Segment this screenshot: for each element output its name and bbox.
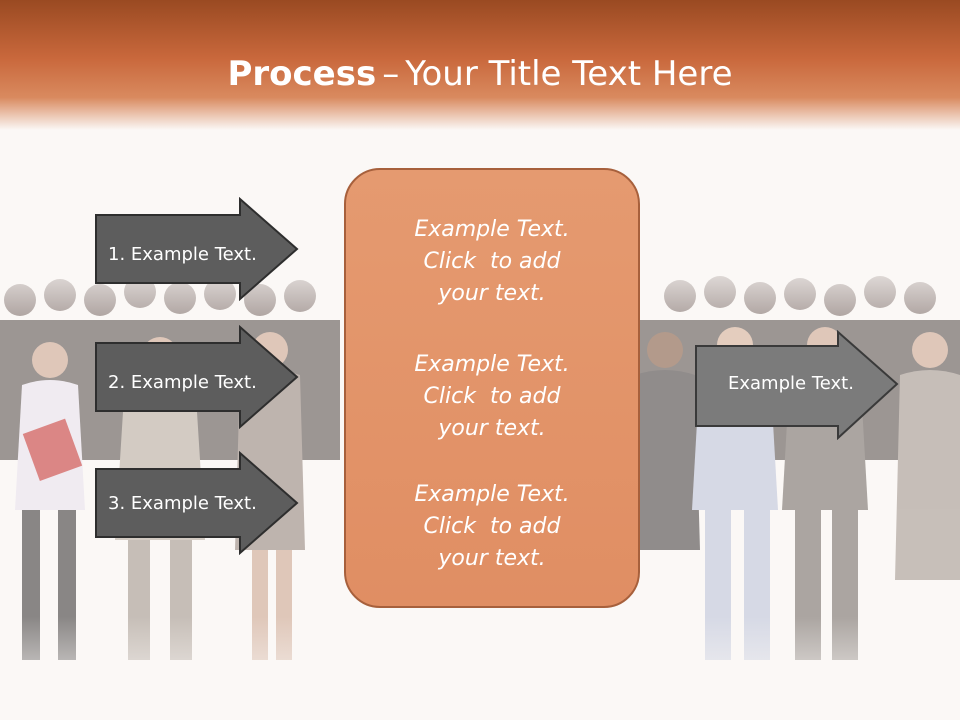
text-line: your text. — [438, 546, 546, 571]
arrow-shape — [95, 197, 299, 301]
text-line: Example Text. — [414, 217, 570, 242]
text-block-3: Example Text. Click to add your text. — [346, 479, 638, 575]
process-step-arrow-2[interactable]: 2. Example Text. — [94, 325, 300, 429]
arrow-label: 3. Example Text. — [108, 493, 257, 514]
arrow-label: Example Text. — [728, 373, 854, 394]
text-block-2: Example Text. Click to add your text. — [346, 349, 638, 445]
text-line: Example Text. — [414, 482, 570, 507]
slide-title: Process–Your Title Text Here — [0, 50, 960, 98]
text-line: Example Text. — [414, 352, 570, 377]
output-arrow[interactable]: Example Text. — [694, 330, 900, 440]
arrow-shape — [95, 325, 299, 429]
arrow-shape — [695, 330, 899, 440]
center-text-box[interactable]: Example Text. Click to add your text. Ex… — [344, 168, 640, 608]
arrow-label: 1. Example Text. — [108, 244, 257, 265]
text-line: Click to add — [423, 514, 561, 539]
title-bold: Process — [227, 54, 377, 94]
text-line: Click to add — [423, 249, 561, 274]
text-block-1: Example Text. Click to add your text. — [346, 214, 638, 310]
text-line: Click to add — [423, 384, 561, 409]
text-line: your text. — [438, 416, 546, 441]
arrow-label: 2. Example Text. — [108, 372, 257, 393]
process-step-arrow-1[interactable]: 1. Example Text. — [94, 197, 300, 301]
process-step-arrow-3[interactable]: 3. Example Text. — [94, 451, 300, 555]
title-text: Your Title Text Here — [405, 54, 733, 94]
text-line: your text. — [438, 281, 546, 306]
header-band — [0, 0, 960, 130]
title-separator: – — [382, 54, 400, 94]
arrow-shape — [95, 451, 299, 555]
